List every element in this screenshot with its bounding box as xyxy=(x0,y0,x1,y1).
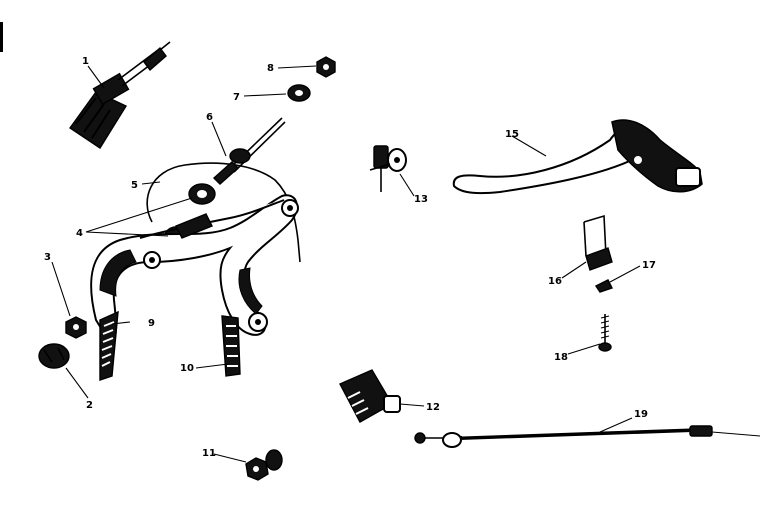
part-labels: 1 2 3 4 5 6 7 8 9 10 11 12 13 15 16 17 1… xyxy=(44,56,656,459)
part-8-nut xyxy=(316,56,336,78)
label-9: 9 xyxy=(148,318,155,329)
part-7-washer xyxy=(287,84,311,102)
part-6-center-bolt xyxy=(212,117,286,185)
label-6: 6 xyxy=(206,112,213,123)
part-18-screw xyxy=(598,314,612,352)
part-17-wedge xyxy=(594,279,613,293)
part-1-brake-bolt xyxy=(69,41,171,149)
label-13: 13 xyxy=(414,194,428,205)
label-19: 19 xyxy=(634,409,648,420)
label-10: 10 xyxy=(180,363,194,374)
label-4: 4 xyxy=(76,228,83,239)
part-2-acorn-nut xyxy=(38,343,70,369)
part-15-brake-lever xyxy=(452,119,703,195)
label-11: 11 xyxy=(202,448,216,459)
edge-mark xyxy=(0,22,3,52)
label-5: 5 xyxy=(131,180,138,191)
part-19-cable xyxy=(414,425,761,448)
label-17: 17 xyxy=(642,260,656,271)
label-1: 1 xyxy=(82,56,89,67)
label-2: 2 xyxy=(86,400,93,411)
part-11-bolt xyxy=(245,449,283,481)
label-3: 3 xyxy=(44,252,51,263)
label-15: 15 xyxy=(505,129,519,140)
part-13-cable-clamp xyxy=(369,145,407,192)
part-12-adjuster xyxy=(339,369,401,423)
label-7: 7 xyxy=(233,92,240,103)
label-18: 18 xyxy=(554,352,568,363)
caliper-arms xyxy=(90,194,299,381)
label-16: 16 xyxy=(548,276,562,287)
part-16-bracket xyxy=(583,214,613,271)
label-12: 12 xyxy=(426,402,440,413)
leader-lines xyxy=(51,65,641,463)
part-3-hex-nut xyxy=(65,316,87,339)
label-8: 8 xyxy=(267,63,274,74)
